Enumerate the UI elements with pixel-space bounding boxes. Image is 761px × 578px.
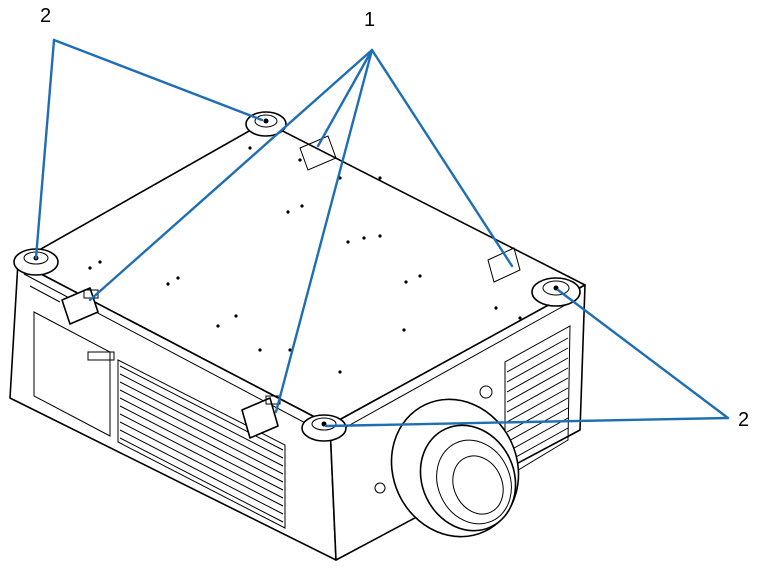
callout-label-1: 1 xyxy=(364,9,375,31)
leader-lines xyxy=(34,38,730,428)
callout-label-2-right: 2 xyxy=(738,409,749,431)
side-vent-grille xyxy=(504,325,571,479)
mount-bracket-group xyxy=(61,135,521,439)
tilt-foot xyxy=(301,414,347,442)
tilt-foot-group xyxy=(13,111,581,442)
front-vent-grille xyxy=(33,311,286,529)
callout-label-2-left: 2 xyxy=(40,5,51,27)
screw-holes xyxy=(88,146,522,374)
mount-bracket xyxy=(299,135,337,171)
projector-lens xyxy=(374,385,520,538)
mount-bracket xyxy=(241,395,281,439)
mount-bracket xyxy=(487,247,521,283)
